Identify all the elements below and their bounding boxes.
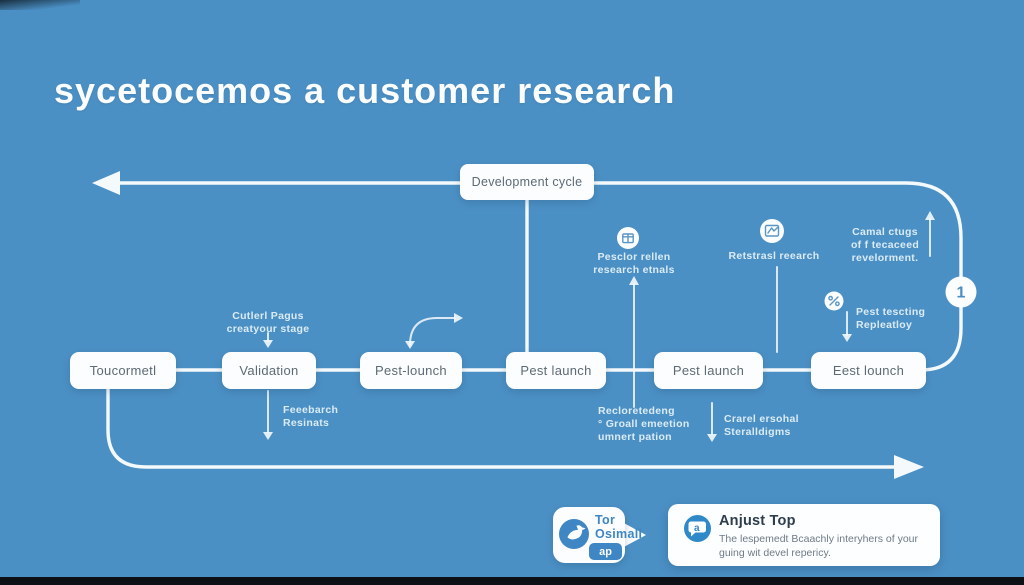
gift-icon bbox=[617, 227, 639, 249]
note-below-validation: Feeebarch Resinats bbox=[283, 404, 373, 430]
right-arrowhead-icon bbox=[894, 455, 924, 479]
callout-title: Anjust Top bbox=[719, 513, 796, 529]
note-top-right: Camal ctugs of f tecaceed revelorment. bbox=[843, 226, 927, 265]
note-line: Cutlerl Pagus bbox=[232, 310, 304, 322]
note-line: Recloretedeng bbox=[598, 405, 675, 417]
logo-word-1: Tor bbox=[595, 513, 616, 527]
launch5-down-arrow-icon bbox=[707, 402, 717, 442]
logo-notch bbox=[622, 522, 646, 548]
note-line: Crarel ersohal bbox=[724, 413, 799, 425]
analytics-icon bbox=[824, 291, 844, 311]
stage-box-pest-lounch: Pest-lounch bbox=[360, 352, 462, 389]
validation-top-arrow-icon bbox=[263, 332, 273, 348]
note-above-launch-5: Retstrasl reearch bbox=[708, 250, 840, 263]
note-line: revelorment. bbox=[851, 252, 919, 264]
stage-box-pest-launch-1: Pest launch bbox=[506, 352, 606, 389]
bird-icon bbox=[559, 519, 589, 549]
milestone-badge: 1 bbox=[945, 276, 977, 308]
chart-icon bbox=[760, 219, 784, 243]
note-above-launch-4: Pesclor rellen research etnals bbox=[568, 251, 700, 277]
note-line: creatyour stage bbox=[226, 323, 310, 335]
stage-box-validation: Validation bbox=[222, 352, 316, 389]
note-line: Steralldigms bbox=[724, 426, 791, 438]
right-up-arrow-icon bbox=[925, 211, 935, 257]
note-line: of f tecaceed bbox=[850, 239, 920, 251]
stage-box-toucormetl: Toucormetl bbox=[70, 352, 176, 389]
page-title: sycetocemos a customer research bbox=[54, 70, 676, 111]
note-line: Feeebarch bbox=[283, 404, 339, 416]
logo-word-2: Osimall bbox=[595, 527, 643, 541]
stage-label: Pest launch bbox=[520, 363, 592, 378]
note-below-launch-5: Crarel ersohal Steralldigms bbox=[724, 413, 819, 439]
note-line: Pest tescting bbox=[856, 306, 926, 318]
speech-bubble-icon: a bbox=[684, 515, 711, 542]
stage-label: Pest launch bbox=[672, 363, 745, 378]
development-cycle-box: Development cycle bbox=[460, 164, 594, 200]
stage-label: Pest-lounch bbox=[375, 363, 447, 378]
left-arrowhead-icon bbox=[92, 171, 120, 195]
validation-bottom-arrow-icon bbox=[263, 390, 273, 440]
callout-icon-letter: a bbox=[694, 523, 700, 534]
note-line: Repleatloy bbox=[856, 319, 913, 331]
logo-word-3: ap bbox=[599, 545, 612, 558]
note-line: research etnals bbox=[593, 264, 675, 276]
bottom-shadow-bar bbox=[0, 577, 1024, 585]
bottom-return-line bbox=[106, 386, 896, 469]
note-line: umnert pation bbox=[598, 431, 672, 443]
milestone-number: 1 bbox=[957, 285, 966, 302]
development-cycle-label: Development cycle bbox=[471, 175, 583, 189]
stage-label: Toucormetl bbox=[89, 363, 157, 378]
note-line: Camal ctugs bbox=[852, 226, 918, 238]
stage-label: Validation bbox=[239, 363, 299, 378]
curved-arrow-icon bbox=[405, 313, 463, 349]
top-left-shadow bbox=[0, 0, 80, 10]
note-line: Retstrasl reearch bbox=[728, 250, 820, 262]
stage-label: Eest lounch bbox=[832, 363, 905, 378]
callout-body: The lespemedt Bcaachly interyhers of you… bbox=[719, 533, 919, 559]
callout-card: a Anjust Top The lespemedt Bcaachly inte… bbox=[668, 504, 940, 566]
note-line: Pesclor rellen bbox=[597, 251, 671, 263]
stage-box-pest-launch-2: Pest launch bbox=[654, 352, 763, 389]
testing-down-arrow-icon bbox=[842, 311, 852, 342]
cycle-loop-line bbox=[98, 181, 963, 372]
stage-box-eest-lounch: Eest lounch bbox=[811, 352, 926, 389]
note-mid-right: Pest tescting Repleatloy bbox=[856, 306, 936, 332]
note-below-launch-4: Recloretedeng ° Groall emeetion umnert p… bbox=[598, 405, 708, 444]
note-line: Resinats bbox=[283, 417, 330, 429]
note-above-validation: Cutlerl Pagus creatyour stage bbox=[200, 310, 336, 336]
launch4-up-arrow-icon bbox=[629, 276, 639, 408]
logo-tab: ap bbox=[589, 543, 622, 560]
note-line: ° Groall emeetion bbox=[598, 418, 690, 430]
